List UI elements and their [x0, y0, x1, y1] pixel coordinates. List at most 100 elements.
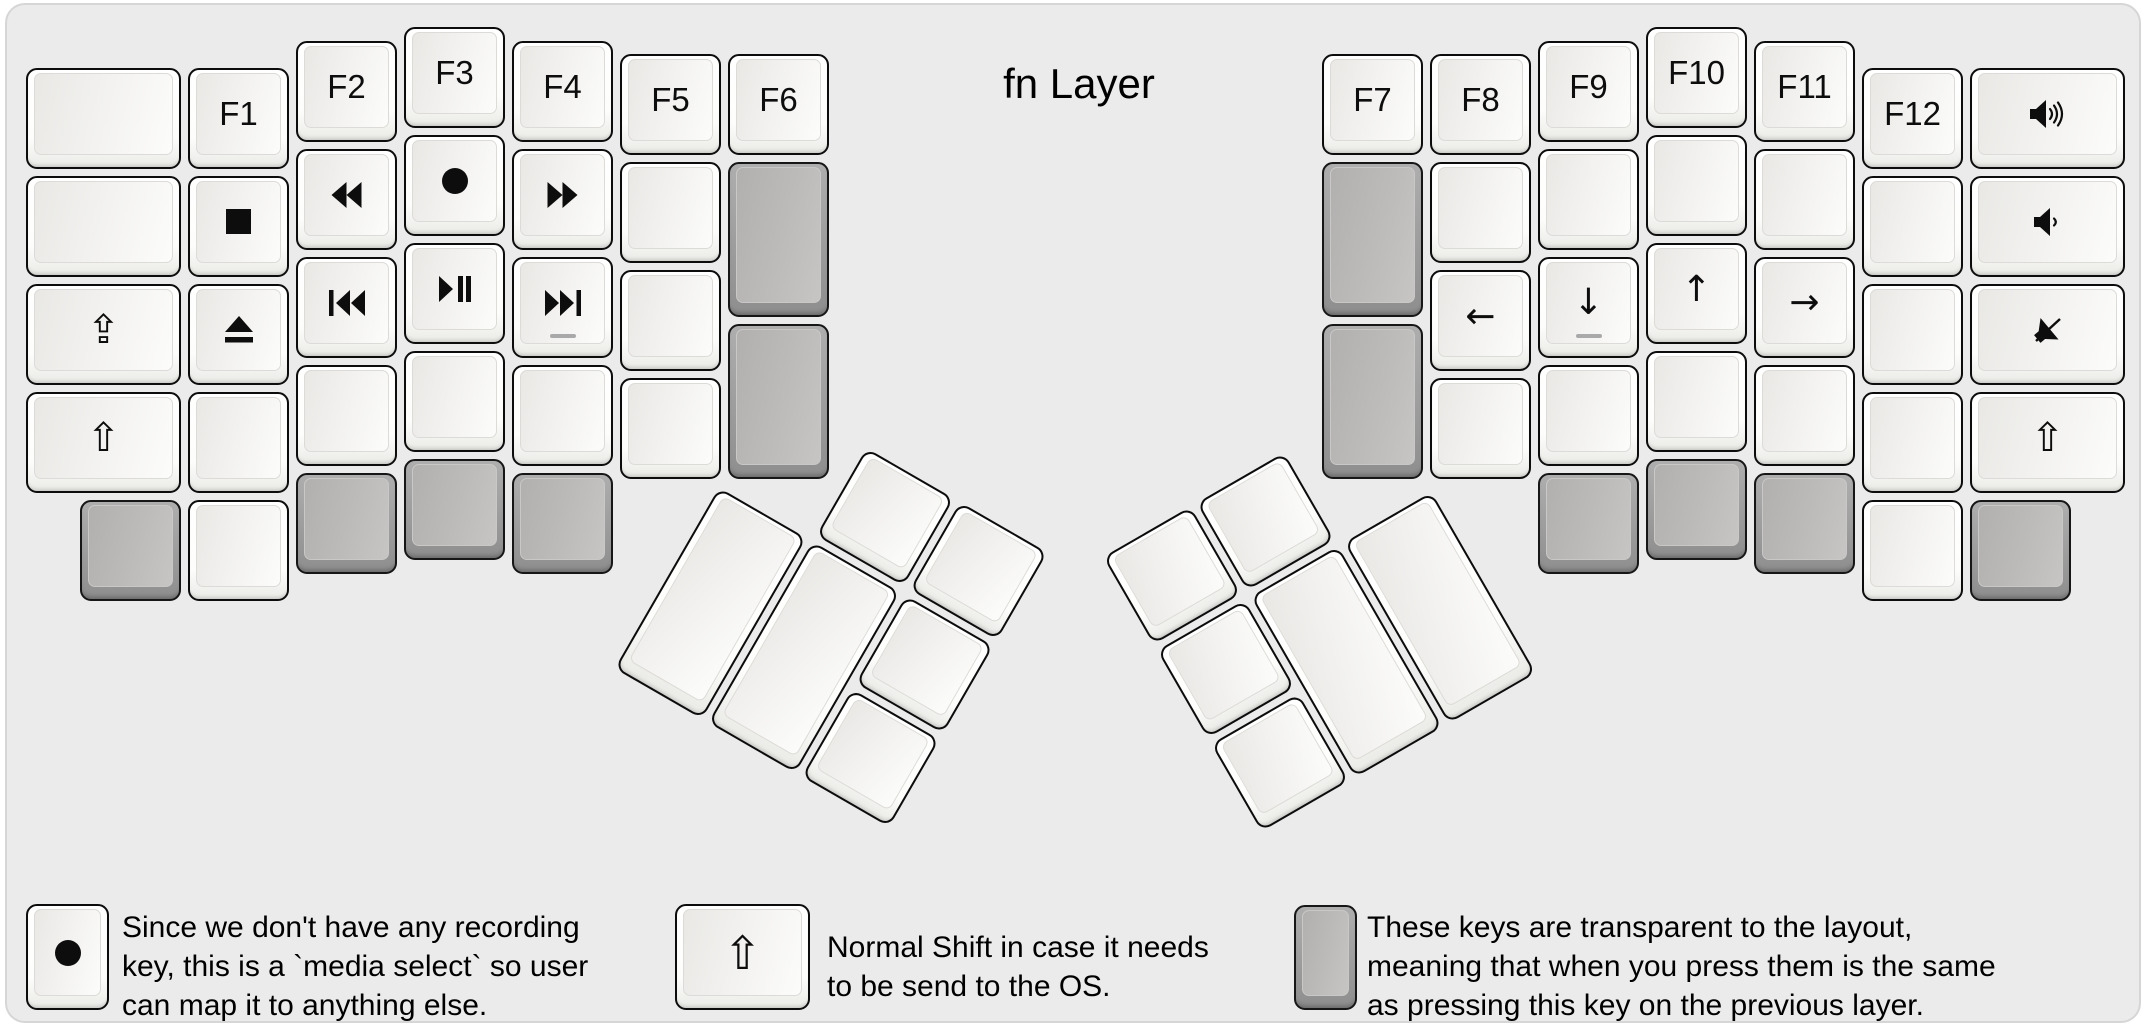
key-f10[interactable]: F10 — [1646, 27, 1747, 128]
key-f1[interactable]: F1 — [188, 67, 289, 169]
keycap — [628, 275, 713, 357]
shift-left-glyph: ⇧ — [86, 414, 121, 461]
key-volume-up[interactable] — [1970, 67, 2125, 169]
key-previous-track[interactable] — [296, 256, 397, 358]
key-blank[interactable] — [1862, 499, 1963, 601]
keycap: F12 — [1870, 72, 1955, 155]
key-f12[interactable]: F12 — [1862, 67, 1963, 169]
key-f6[interactable]: F6 — [728, 54, 829, 155]
keycap — [412, 248, 497, 330]
homing-bar — [549, 334, 576, 338]
key-transparent[interactable] — [728, 324, 829, 479]
keycap — [412, 356, 497, 438]
key-blank[interactable] — [1538, 364, 1639, 466]
key-f7[interactable]: F7 — [1322, 54, 1423, 155]
key-stop[interactable] — [188, 175, 289, 277]
key-shift-right[interactable]: ⇧ — [1970, 391, 2125, 493]
key-blank[interactable] — [1430, 378, 1531, 479]
key-blank[interactable] — [1862, 283, 1963, 385]
key-blank[interactable] — [1430, 162, 1531, 263]
volume-down-icon — [2033, 207, 2063, 237]
key-arrow-up[interactable]: ↑ — [1646, 243, 1747, 344]
key-arrow-left[interactable]: ← — [1430, 270, 1531, 371]
key-transparent[interactable] — [728, 162, 829, 317]
key-mute[interactable] — [1970, 283, 2125, 385]
key-f8[interactable]: F8 — [1430, 54, 1531, 155]
key-transparent[interactable] — [1646, 459, 1747, 560]
key-blank[interactable] — [188, 499, 289, 601]
keycap: F6 — [736, 59, 821, 141]
key-transparent[interactable] — [1322, 162, 1423, 317]
key-blank[interactable] — [404, 351, 505, 452]
key-f9[interactable]: F9 — [1538, 40, 1639, 142]
key-blank[interactable] — [620, 378, 721, 479]
shift-lock-glyph: ⇪ — [86, 306, 121, 353]
keycap — [736, 329, 821, 465]
key-blank[interactable] — [1646, 351, 1747, 452]
key-volume-down[interactable] — [1970, 175, 2125, 277]
key-shift-lock[interactable]: ⇪ — [26, 283, 181, 385]
key-transparent[interactable] — [80, 499, 181, 601]
key-blank[interactable] — [1538, 148, 1639, 250]
keycap — [196, 288, 281, 371]
key-f3[interactable]: F3 — [404, 27, 505, 128]
key-next-track[interactable] — [512, 256, 613, 358]
legend-text: These keys are transparent to the layout… — [1367, 911, 1996, 1022]
key-transparent[interactable] — [1754, 472, 1855, 574]
keycap — [1546, 477, 1631, 560]
key-eject[interactable] — [188, 283, 289, 385]
key-label: F12 — [1884, 94, 1941, 132]
key-label: F11 — [1777, 67, 1832, 105]
key-transparent[interactable] — [512, 472, 613, 574]
record-icon — [441, 167, 469, 195]
keycap — [88, 504, 173, 587]
key-transparent[interactable] — [1538, 472, 1639, 574]
keycap — [923, 510, 1039, 624]
key-blank[interactable] — [1754, 364, 1855, 466]
keycap — [829, 456, 945, 570]
keycap — [1762, 477, 1847, 560]
keycap — [304, 477, 389, 560]
key-transparent[interactable] — [1322, 324, 1423, 479]
keycap — [1762, 369, 1847, 452]
key-fast-forward[interactable] — [512, 148, 613, 250]
key-transparent[interactable] — [296, 472, 397, 574]
playpause-icon — [438, 276, 471, 302]
key-blank[interactable] — [188, 391, 289, 493]
key-record[interactable] — [404, 135, 505, 236]
key-blank[interactable] — [296, 364, 397, 466]
key-blank[interactable] — [26, 175, 181, 277]
key-arrow-right[interactable]: → — [1754, 256, 1855, 358]
keycap: ⇪ — [34, 288, 173, 371]
key-blank[interactable] — [620, 270, 721, 371]
keycap — [1205, 460, 1321, 575]
key-blank[interactable] — [1862, 175, 1963, 277]
key-shift-left[interactable]: ⇧ — [26, 391, 181, 493]
keycap — [1978, 180, 2117, 263]
keycap — [304, 153, 389, 236]
key-blank[interactable] — [620, 162, 721, 263]
key-rewind[interactable] — [296, 148, 397, 250]
key-f2[interactable]: F2 — [296, 40, 397, 142]
key-transparent[interactable] — [1970, 499, 2071, 601]
key-blank[interactable] — [1754, 148, 1855, 250]
key-label: F1 — [219, 94, 258, 132]
keycap — [196, 396, 281, 479]
key-blank[interactable] — [1862, 391, 1963, 493]
keycap — [304, 369, 389, 452]
keycap — [1438, 167, 1523, 249]
keycap — [34, 180, 173, 263]
key-f4[interactable]: F4 — [512, 40, 613, 142]
key-transparent[interactable] — [404, 459, 505, 560]
key-play-pause[interactable] — [404, 243, 505, 344]
key-f11[interactable]: F11 — [1754, 40, 1855, 142]
key-blank[interactable] — [26, 67, 181, 169]
key-arrow-down[interactable]: ↓ — [1538, 256, 1639, 358]
key-blank[interactable] — [1646, 135, 1747, 236]
keycap — [1330, 167, 1415, 303]
key-blank[interactable] — [512, 364, 613, 466]
key-f5[interactable]: F5 — [620, 54, 721, 155]
keycap: F1 — [196, 72, 281, 155]
arrow-up-glyph: ↑ — [1681, 268, 1712, 310]
